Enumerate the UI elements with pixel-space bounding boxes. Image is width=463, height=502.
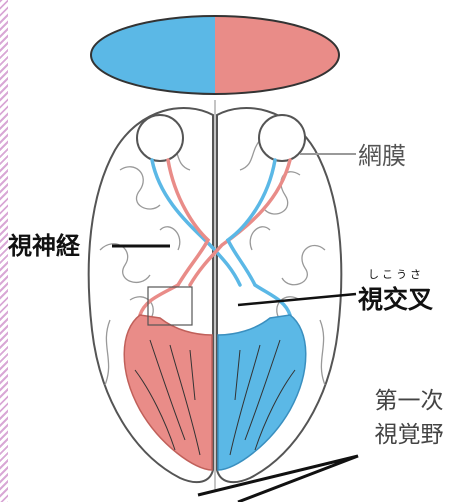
visual-cortex-label: 第一次 視覚野 [364, 384, 454, 452]
optic-nerve-label: 視神経 [8, 226, 80, 261]
visual-field-right [215, 15, 340, 95]
left-eye [137, 115, 183, 161]
optic-chiasm-label: 視交叉 [358, 280, 433, 316]
visual-cortex-line1: 第一次 [364, 384, 454, 418]
retina-label: 網膜 [358, 136, 406, 171]
visual-field-left [90, 15, 215, 95]
visual-cortex-line2: 視覚野 [364, 418, 454, 452]
visual-field [90, 15, 340, 95]
right-eye [259, 115, 305, 161]
